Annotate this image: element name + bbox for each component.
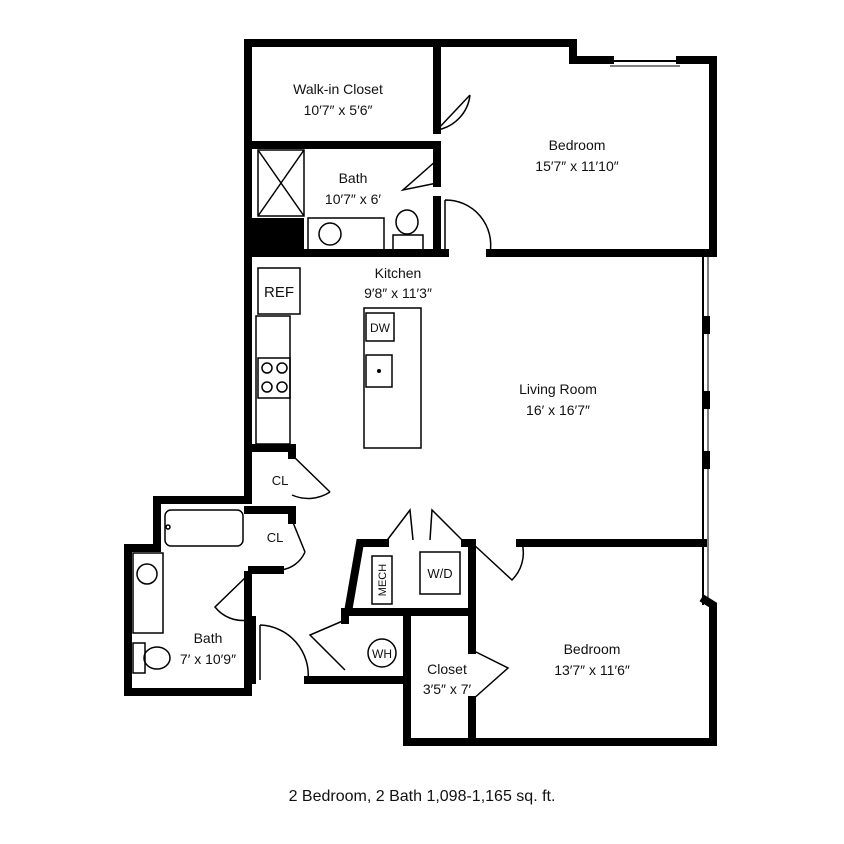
shower [257,149,305,217]
room-size-bedroom-1: 15′7″ x 11′10″ [535,158,618,174]
water-heater [367,638,397,668]
labels: Walk-in Closet 10′7″ x 5′6″ Bedroom 15′7… [180,81,630,697]
vanity [307,217,385,251]
room-name-kitchen: Kitchen [375,265,422,281]
mech-label: MECH [377,564,389,596]
dishwasher [365,312,395,342]
toilet-icon [143,646,171,670]
room-size-bath-1: 10′7″ x 6′ [325,191,382,207]
wh-label: WH [372,647,392,661]
room-name-living-room: Living Room [519,381,597,397]
room-name-bedroom-2: Bedroom [564,641,621,657]
kitchen-island [363,307,422,449]
cl-label-1: CL [272,473,289,488]
refrigerator [257,267,301,315]
room-name-bedroom-1: Bedroom [549,137,606,153]
shower-ledge [252,218,304,250]
room-size-closet: 3′5″ x 7′ [423,681,472,697]
doors [213,94,525,701]
room-name-closet: Closet [427,661,467,677]
floor-plan-caption: 2 Bedroom, 2 Bath 1,098-1,165 sq. ft. [288,788,556,805]
room-name-walkin-closet: Walk-in Closet [293,81,383,97]
room-name-bath-2: Bath [194,630,223,646]
bathtub [164,509,244,547]
mech-unit [371,555,393,605]
kitchen-sink-icon [365,354,393,388]
room-size-bedroom-2: 13′7″ x 11′6″ [554,662,630,678]
wd-label: W/D [427,566,452,581]
stove [257,357,291,399]
fixtures [132,149,461,674]
dw-label: DW [370,321,391,335]
room-size-living-room: 16′ x 16′7″ [526,402,590,418]
counter [255,315,291,445]
room-name-bath-1: Bath [339,170,368,186]
room-size-walkin-closet: 10′7″ x 5′6″ [304,102,373,118]
cl-label-2: CL [267,530,284,545]
sink-icon [318,222,342,246]
washer-dryer [419,551,461,595]
toilet-icon [395,209,419,235]
room-size-kitchen: 9′8″ x 11′3″ [364,285,432,301]
walls [124,39,717,746]
room-size-bath-2: 7′ x 10′9″ [180,651,236,667]
ref-label: REF [264,284,294,301]
bath-vanity [132,552,164,634]
